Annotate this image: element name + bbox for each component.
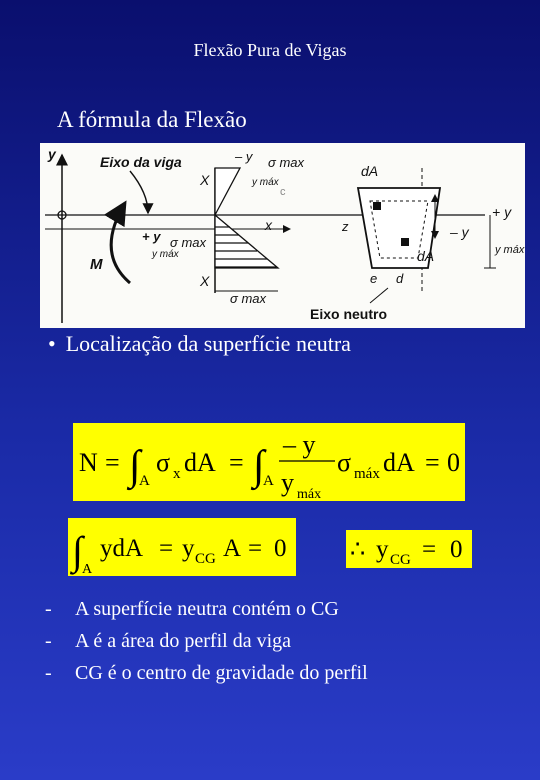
eq1-sigma-2: σ bbox=[337, 448, 351, 477]
label-neutral-axis: Eixo neutro bbox=[310, 306, 387, 322]
eq1-sub-x: x bbox=[173, 466, 181, 482]
label-dA-top: dA bbox=[361, 163, 378, 179]
eq1-sub-max: máx bbox=[354, 466, 380, 482]
eq1-dA-1: dA bbox=[184, 448, 216, 477]
bullet-item: • Localização da superfície neutra bbox=[48, 331, 351, 357]
eq1-N: N bbox=[79, 448, 98, 477]
eq2-y: y bbox=[182, 535, 195, 562]
label-moment: M bbox=[90, 256, 103, 273]
note-text: A superfície neutra contém o CG bbox=[75, 598, 339, 620]
eq2-sub-cg: CG bbox=[195, 551, 216, 567]
note-item: - A superfície neutra contém o CG bbox=[45, 593, 368, 625]
eq1-integral-2: ∫ bbox=[250, 443, 267, 491]
eq2-sub-A: A bbox=[82, 562, 93, 576]
eq1-sub-A-2: A bbox=[263, 473, 274, 489]
label-c: c bbox=[280, 186, 286, 198]
eq2-ydA: ydA bbox=[100, 535, 143, 562]
note-item: - A é a área do perfil da viga bbox=[45, 625, 368, 657]
note-item: - CG é o centro de gravidade do perfil bbox=[45, 657, 368, 689]
eq1-sigma-1: σ bbox=[156, 448, 170, 477]
note-dash: - bbox=[45, 598, 52, 620]
equation-result: ∴ y CG = 0 bbox=[346, 530, 472, 568]
eq3-equals: = bbox=[422, 536, 436, 563]
eq1-integral-1: ∫ bbox=[126, 443, 143, 491]
note-dash: - bbox=[45, 662, 52, 684]
label-plus-y-right: + y bbox=[492, 204, 512, 220]
bullet-text: Localização da superfície neutra bbox=[65, 331, 351, 356]
note-text: CG é o centro de gravidade do perfil bbox=[75, 662, 368, 684]
label-sigma-max-bottom: σ max bbox=[230, 291, 267, 306]
label-x-axis: x bbox=[264, 217, 273, 233]
beam-bending-diagram: y x Eixo da viga M + y σ max y máx X X bbox=[40, 143, 525, 328]
eq3-zero: 0 bbox=[450, 536, 463, 563]
eq3-sub-cg: CG bbox=[390, 552, 411, 568]
label-minus-y-top: – y bbox=[234, 149, 254, 164]
label-d: d bbox=[396, 271, 404, 286]
label-beam-axis: Eixo da viga bbox=[100, 154, 182, 170]
eq1-equals-3: = bbox=[425, 448, 440, 477]
eq2-A: A bbox=[223, 535, 241, 562]
label-X-bottom: X bbox=[199, 273, 210, 289]
label-sigma-max-left: σ max bbox=[170, 235, 207, 250]
eq2-zero: 0 bbox=[274, 535, 287, 562]
eq3-y: y bbox=[376, 536, 389, 563]
eq1-equals-1: = bbox=[105, 448, 120, 477]
label-X-top: X bbox=[199, 172, 210, 188]
label-y-left: y bbox=[47, 146, 57, 162]
eq2-integral: ∫ bbox=[69, 528, 86, 575]
bullet-icon: • bbox=[48, 331, 56, 356]
slide-title: Flexão Pura de Vigas bbox=[193, 40, 347, 60]
note-dash: - bbox=[45, 630, 52, 652]
eq3-therefore: ∴ bbox=[350, 537, 365, 563]
equation-normal-force: N = ∫ A σ x dA = ∫ A – y y máx σ máx dA … bbox=[73, 423, 465, 501]
eq1-dA-2: dA bbox=[383, 448, 415, 477]
eq2-equals-1: = bbox=[159, 535, 173, 562]
note-text: A é a área do perfil da viga bbox=[75, 630, 292, 652]
label-minus-y-right: – y bbox=[449, 224, 470, 240]
eq1-zero: 0 bbox=[447, 448, 460, 477]
label-ymax-frac-top: y máx bbox=[251, 177, 280, 188]
eq1-denominator-y: y bbox=[281, 468, 294, 497]
label-z: z bbox=[341, 219, 349, 234]
eq2-equals-2: = bbox=[248, 535, 262, 562]
label-plus-y-left: + y bbox=[142, 229, 161, 244]
eq1-denominator-max: máx bbox=[297, 487, 321, 501]
label-ymax-frac-left: y máx bbox=[151, 249, 180, 260]
eq1-equals-2: = bbox=[229, 448, 244, 477]
label-sigma-max-top: σ max bbox=[268, 155, 305, 170]
eq1-sub-A-1: A bbox=[139, 473, 150, 489]
section-heading: A fórmula da Flexão bbox=[57, 107, 247, 132]
equation-first-moment: ∫ A ydA = y CG A = 0 bbox=[68, 518, 296, 576]
notes-list: - A superfície neutra contém o CG - A é a … bbox=[45, 593, 368, 689]
label-ymax-right: y máx bbox=[494, 244, 525, 256]
eq1-numerator: – y bbox=[282, 430, 316, 459]
label-e: e bbox=[370, 271, 377, 286]
label-dA-bottom: dA bbox=[417, 248, 434, 264]
